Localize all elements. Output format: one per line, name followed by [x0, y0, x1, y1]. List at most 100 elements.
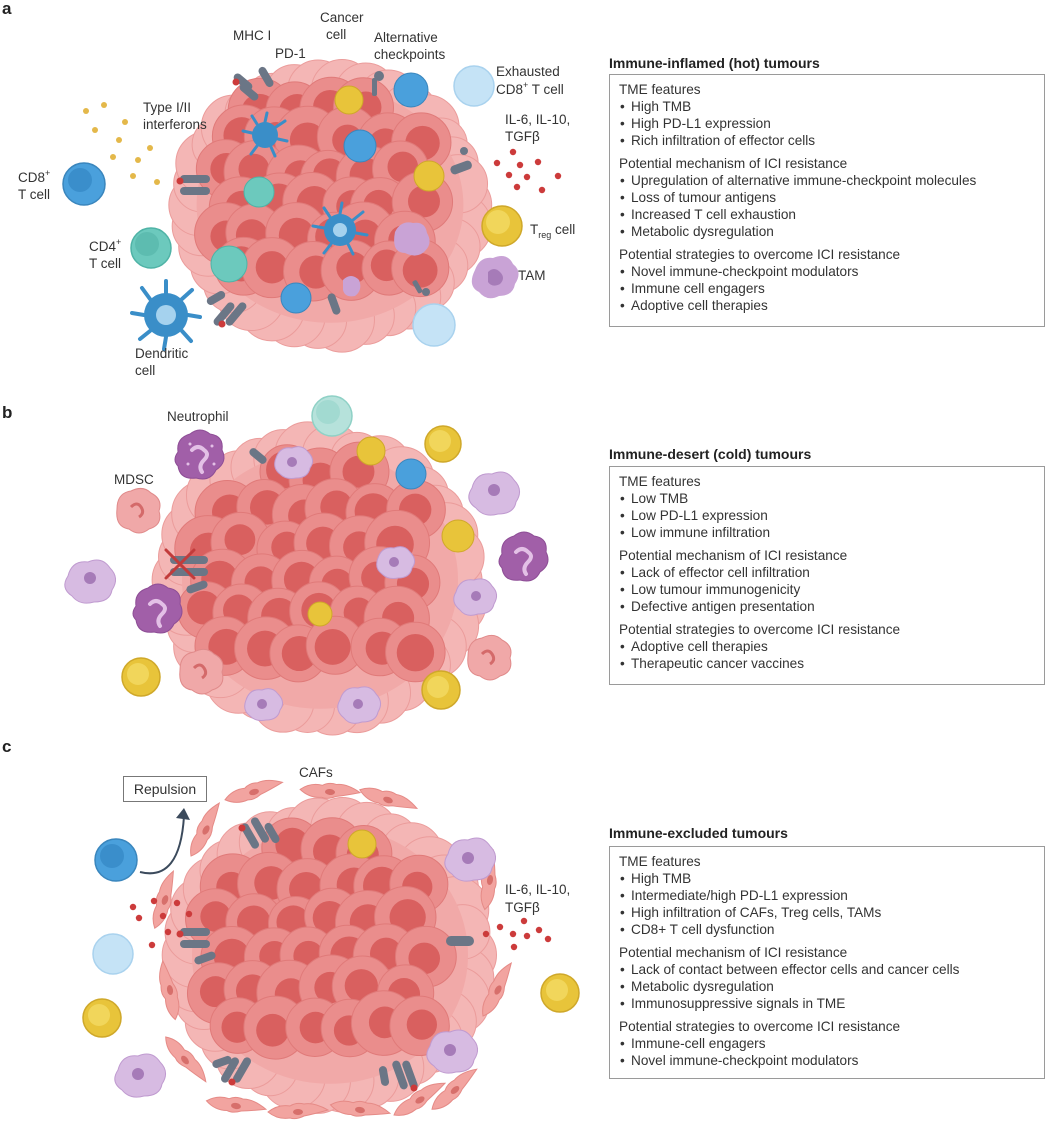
label-mdsc: MDSC [114, 472, 154, 487]
label-exh-2: CD8+ T cell [496, 80, 564, 97]
bullet-list: Immune-cell engagersNovel immune-checkpo… [619, 1035, 1035, 1069]
bullet-item: Intermediate/high PD-L1 expression [619, 887, 1035, 904]
group-heading: Potential strategies to overcome ICI res… [619, 247, 901, 262]
cytokine-dots [493, 148, 562, 194]
bullet-item: Increased T cell exhaustion [619, 206, 1035, 223]
label-treg: Treg cell [530, 222, 575, 240]
panel-a-letter: a [2, 0, 12, 18]
label-cd4-2: T cell [89, 256, 121, 271]
bullet-item: Adoptive cell therapies [619, 297, 1035, 314]
panel-a-labels: MHC I PD-1 Cancer cell Alternative check… [18, 10, 575, 378]
bullet-list: High TMBIntermediate/high PD-L1 expressi… [619, 870, 1035, 938]
bullet-item: Low tumour immunogenicity [619, 581, 1035, 598]
panel-a-infiltrating-cells [210, 72, 445, 314]
label-exh-1: Exhausted [496, 64, 560, 79]
panel-c-textbox: TME featuresHigh TMBIntermediate/high PD… [609, 846, 1045, 1079]
bullet-item: Immune cell engagers [619, 280, 1035, 297]
bullet-list: High TMBHigh PD-L1 expressionRich infilt… [619, 98, 1035, 149]
bullet-item: Low immune infiltration [619, 524, 1035, 541]
panel-b-labels: Neutrophil MDSC [114, 409, 229, 487]
text-group: TME featuresHigh TMBHigh PD-L1 expressio… [619, 81, 1035, 149]
panel-b-cells [64, 395, 549, 724]
label-neutrophil: Neutrophil [167, 409, 229, 424]
text-group: TME featuresLow TMBLow PD-L1 expressionL… [619, 473, 1035, 541]
label-ifn-1: Type I/II [143, 100, 191, 115]
bullet-list: Adoptive cell therapies Therapeutic canc… [619, 638, 1035, 672]
label-mhc: MHC I [233, 28, 271, 43]
label-il-c-2: TGFβ [505, 900, 540, 915]
panel-c-letter: c [2, 737, 11, 756]
text-group: Potential strategies to overcome ICI res… [619, 621, 1035, 672]
panel-a-textbox: TME featuresHigh TMBHigh PD-L1 expressio… [609, 74, 1045, 327]
group-heading: Potential strategies to overcome ICI res… [619, 622, 901, 637]
bullet-item: High TMB [619, 870, 1035, 887]
bullet-item: Loss of tumour antigens [619, 189, 1035, 206]
interferon-dots [83, 102, 160, 185]
group-heading: Potential strategies to overcome ICI res… [619, 1019, 901, 1034]
bullet-item: Immune-cell engagers [619, 1035, 1035, 1052]
label-il-c-1: IL-6, IL-10, [505, 882, 570, 897]
bullet-item: Lack of effector cell infiltration [619, 564, 1035, 581]
bullet-list: Novel immune-checkpoint modulatorsImmune… [619, 263, 1035, 314]
repulsion-label: Repulsion [123, 776, 207, 802]
bullet-list: Lack of effector cell infiltrationLow tu… [619, 564, 1035, 615]
label-il-2: TGFβ [505, 129, 540, 144]
bullet-item: Therapeutic cancer vaccines [619, 655, 1035, 672]
bullet-item: Adoptive cell therapies [619, 638, 1035, 655]
caf-cells [152, 779, 513, 1120]
bullet-list: Lack of contact between effector cells a… [619, 961, 1035, 1012]
text-group: Potential strategies to overcome ICI res… [619, 1018, 1035, 1069]
label-alt-2: checkpoints [374, 47, 446, 62]
bullet-item: CD8+ T cell dysfunction [619, 921, 1035, 938]
panel-b-title: Immune-desert (cold) tumours [609, 446, 812, 462]
exhausted-cd8-t-cell [453, 65, 495, 107]
panel-a-title: Immune-inflamed (hot) tumours [609, 55, 820, 71]
bullet-item: Novel immune-checkpoint modulators [619, 263, 1035, 280]
panel-b-letter: b [2, 403, 12, 422]
bullet-list: Low TMBLow PD-L1 expressionLow immune in… [619, 490, 1035, 541]
label-cafs: CAFs [299, 765, 333, 780]
bullet-item: Defective antigen presentation [619, 598, 1035, 615]
bullet-list: Upregulation of alternative immune-check… [619, 172, 1035, 240]
bullet-item: Low TMB [619, 490, 1035, 507]
label-il-1: IL-6, IL-10, [505, 112, 570, 127]
label-cd8-1: CD8+ [18, 168, 50, 185]
group-heading: Potential mechanism of ICI resistance [619, 945, 848, 960]
label-cancer-2: cell [326, 27, 346, 42]
panel-c-labels: CAFs IL-6, IL-10, TGFβ [299, 765, 570, 915]
label-pd1: PD-1 [275, 46, 306, 61]
bullet-item: Low PD-L1 expression [619, 507, 1035, 524]
panel-a-cells [62, 65, 562, 351]
label-cd8-2: T cell [18, 187, 50, 202]
label-cd4-1: CD4+ [89, 237, 121, 254]
tumour-cold [151, 421, 487, 736]
mdsc [116, 487, 161, 534]
label-dc-2: cell [135, 363, 155, 378]
panel-c-cells [82, 779, 580, 1120]
bullet-item: Rich infiltration of effector cells [619, 132, 1035, 149]
group-heading: Potential mechanism of ICI resistance [619, 548, 848, 563]
bullet-item: Upregulation of alternative immune-check… [619, 172, 1035, 189]
bullet-item: High TMB [619, 98, 1035, 115]
dendritic-cell [130, 279, 202, 351]
text-group: Potential strategies to overcome ICI res… [619, 246, 1035, 314]
group-heading: TME features [619, 854, 701, 869]
text-group: Potential mechanism of ICI resistanceUpr… [619, 155, 1035, 240]
label-alt-1: Alternative [374, 30, 438, 45]
label-cancer-1: Cancer [320, 10, 364, 25]
checkpoint-receptors [176, 66, 472, 328]
bullet-item: Immunosuppressive signals in TME [619, 995, 1035, 1012]
exhausted-cd8-t-cell-2 [412, 303, 456, 347]
label-ifn-2: interferons [143, 117, 207, 132]
tumour-excluded [161, 797, 497, 1114]
bullet-item: Novel immune-checkpoint modulators [619, 1052, 1035, 1069]
bullet-item: High infiltration of CAFs, Treg cells, T… [619, 904, 1035, 921]
neutrophil [174, 429, 225, 480]
label-tam: TAM [518, 268, 546, 283]
panel-b-textbox: TME featuresLow TMBLow PD-L1 expressionL… [609, 466, 1045, 685]
text-group: Potential mechanism of ICI resistanceLac… [619, 547, 1035, 615]
group-heading: TME features [619, 82, 701, 97]
group-heading: Potential mechanism of ICI resistance [619, 156, 848, 171]
bullet-item: Metabolic dysregulation [619, 978, 1035, 995]
